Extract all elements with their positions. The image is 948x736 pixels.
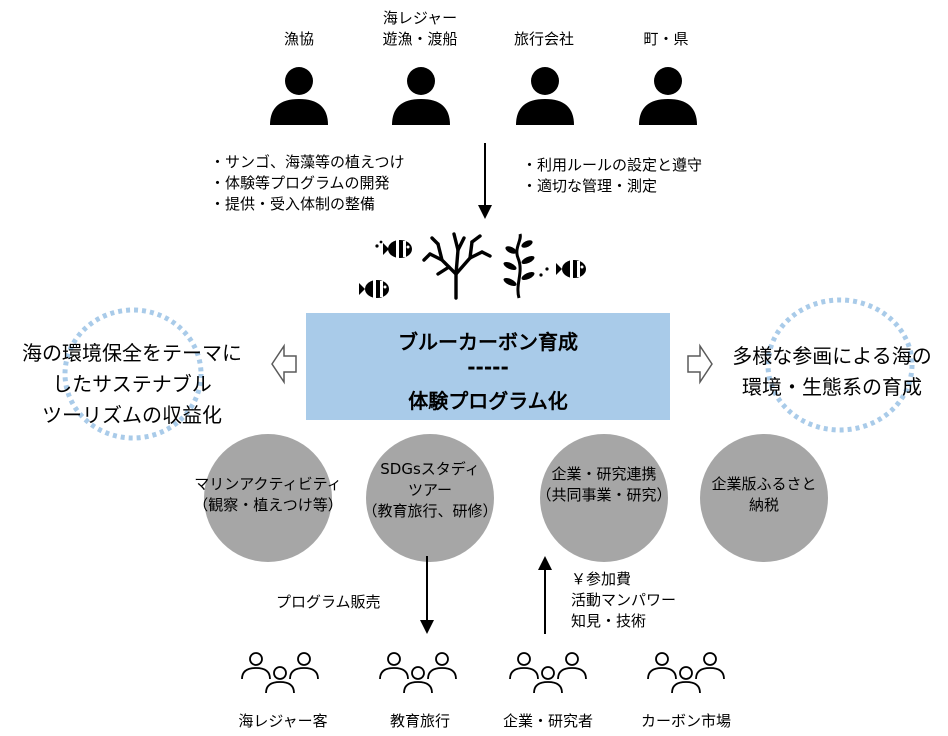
program-circle-corporate-research	[540, 434, 668, 562]
dashed-ring-right	[765, 297, 915, 433]
left-outcome-text: 海の環境保全をテーマに したサステナブル ツーリズムの収益化	[22, 341, 242, 427]
person-icon	[639, 67, 697, 125]
flow-up-labels: ￥参加費 活動マンパワー 知見・技術	[571, 570, 677, 630]
hollow-arrow-left-icon	[271, 343, 297, 385]
customer-label-school-trip: 教育旅行	[389, 712, 450, 730]
group-icon	[379, 652, 457, 694]
seaweed-icon	[503, 233, 535, 299]
action-item: ・提供・受入体制の整備	[210, 195, 376, 213]
right-outcome-text: 多様な参画による海の 環境・生態系の育成	[732, 344, 932, 399]
program-circle-marine-activity	[204, 434, 332, 562]
fish-icon	[539, 260, 586, 278]
customer-label-carbon-market: カーボン市場	[640, 712, 731, 730]
program-label-marine-activity: マリンアクティビティ （観察・植えつけ等）	[193, 475, 343, 514]
arrow-down-icon	[420, 556, 434, 634]
group-icon	[647, 652, 725, 694]
stakeholder-label-marine-leisure: 海レジャー 遊漁・渡船	[382, 9, 458, 48]
action-item: ・体験等プログラムの開発	[210, 174, 390, 192]
right-action-list: ・利用ルールの設定と遵守 ・適切な管理・測定	[522, 155, 702, 197]
dashed-ring-left	[62, 307, 204, 441]
main-subtitle: 体験プログラム化	[408, 389, 568, 413]
group-icon	[509, 652, 587, 694]
arrow-down-icon	[478, 143, 492, 219]
customer-label-marine-leisure: 海レジャー客	[238, 712, 328, 730]
action-item: ・適切な管理・測定	[522, 177, 658, 195]
stakeholder-label-travel-agency: 旅行会社	[513, 30, 574, 48]
program-label-sdgs-tour: SDGsスタディ ツアー （教育旅行、研修）	[362, 460, 498, 520]
flow-down-label: プログラム販売	[276, 593, 381, 611]
program-label-furusato-tax: 企業版ふるさと 納税	[711, 475, 817, 514]
fish-icon	[359, 280, 389, 298]
action-item: ・サンゴ、海藻等の植えつけ	[210, 153, 405, 171]
left-action-list: ・サンゴ、海藻等の植えつけ ・体験等プログラムの開発 ・提供・受入体制の整備	[210, 152, 405, 215]
main-concept-box: ブルーカーボン育成 ----- 体験プログラム化	[306, 313, 670, 420]
program-label-corporate-research: 企業・研究連携 （共同事業・研究）	[536, 465, 672, 504]
program-circle-sdgs-tour	[366, 434, 494, 562]
fish-icon	[375, 240, 412, 258]
hollow-arrow-right-icon	[687, 343, 713, 385]
main-title: ブルーカーボン育成	[398, 330, 578, 354]
main-separator: -----	[467, 355, 509, 379]
person-icon	[270, 67, 328, 125]
arrow-up-icon	[538, 556, 552, 634]
group-icon	[241, 652, 319, 694]
stakeholder-label-fishery: 漁協	[283, 30, 314, 48]
coral-icon	[422, 232, 492, 300]
person-icon	[392, 67, 450, 125]
stakeholder-label-town-prefecture: 町・県	[643, 30, 689, 48]
action-item: ・利用ルールの設定と遵守	[522, 156, 703, 174]
person-icon	[516, 67, 574, 125]
program-circle-furusato-tax	[700, 434, 828, 562]
customer-label-corporate-research: 企業・研究者	[502, 712, 593, 730]
